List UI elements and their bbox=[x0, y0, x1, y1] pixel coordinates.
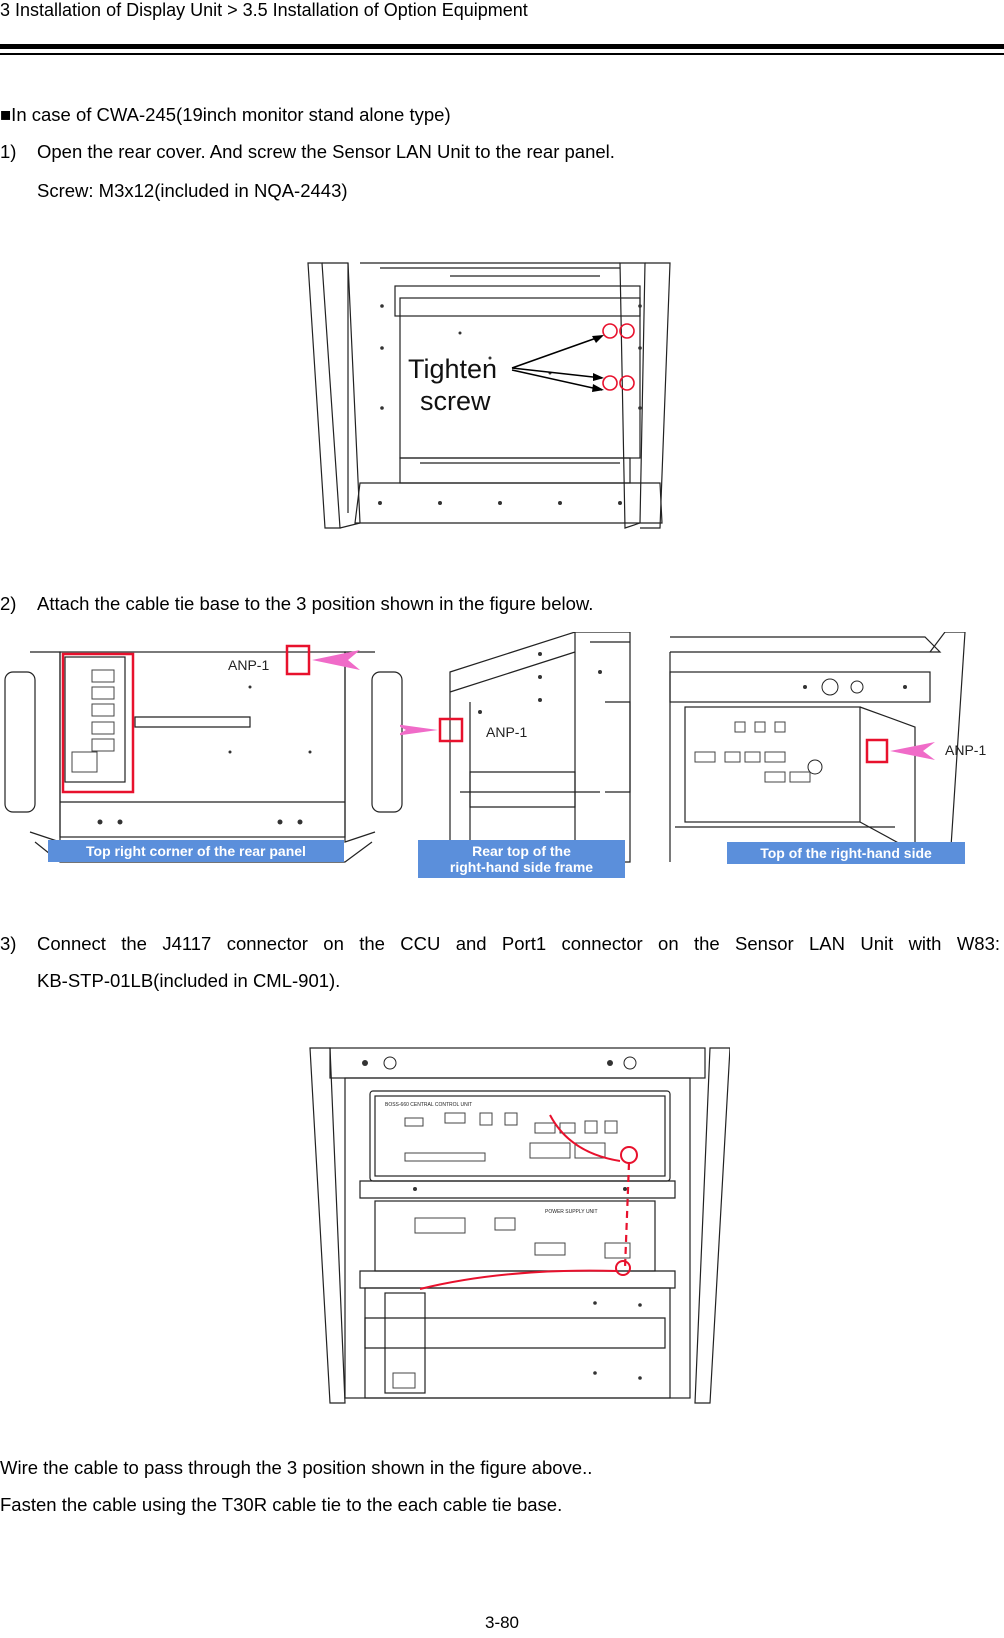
figure-cable-tie-positions: ANP-1 Top right corner of the rear panel… bbox=[0, 632, 1004, 922]
step-2-number: 2) bbox=[0, 593, 17, 614]
figure-right-side-top: ANP-1 bbox=[669, 632, 986, 863]
step-1-text: Open the rear cover. And screw the Senso… bbox=[37, 141, 615, 162]
note-2: Fasten the cable using the T30R cable ti… bbox=[0, 1494, 563, 1515]
note-1: Wire the cable to pass through the 3 pos… bbox=[0, 1457, 593, 1478]
figure-panel-rear-corner: ANP-1 bbox=[4, 644, 403, 863]
tighten-label-line2: screw bbox=[420, 386, 491, 416]
header-rule-thick bbox=[0, 44, 1004, 49]
ccu-label: BOSS-660 CENTRAL CONTROL UNIT bbox=[385, 1102, 472, 1108]
step-1-subtext: Screw: M3x12(included in NQA-2443) bbox=[37, 180, 348, 201]
header-rule-thin bbox=[0, 53, 1004, 55]
figure-rear-panel: Tighten screw bbox=[307, 262, 671, 529]
page-number: 3-80 bbox=[484, 1613, 520, 1632]
step-1-number: 1) bbox=[0, 141, 17, 162]
tighten-label-line1: Tighten bbox=[408, 354, 497, 384]
caption-b-line1: Rear top of the bbox=[472, 843, 571, 859]
anp-label-b: ANP-1 bbox=[486, 724, 527, 740]
breadcrumb: 3 Installation of Display Unit > 3.5 Ins… bbox=[0, 0, 528, 20]
section-title: ■In case of CWA-245(19inch monitor stand… bbox=[0, 104, 451, 125]
anp-label-c: ANP-1 bbox=[945, 742, 986, 758]
step-2-text: Attach the cable tie base to the 3 posit… bbox=[37, 593, 594, 614]
step-3-text: Connect the J4117 connector on the CCU a… bbox=[37, 933, 1000, 954]
anp-label-a: ANP-1 bbox=[228, 657, 269, 673]
caption-right-side-top: Top of the right-hand side bbox=[727, 842, 965, 864]
caption-right-side-frame: Rear top of the right-hand side frame bbox=[418, 840, 625, 878]
psu-label: POWER SUPPLY UNIT bbox=[545, 1209, 598, 1215]
caption-b-line2: right-hand side frame bbox=[449, 859, 594, 875]
figure-ccu-wiring: BOSS-660 CENTRAL CONTROL UNIT POWER SUPP… bbox=[309, 1047, 730, 1404]
step-3-number: 3) bbox=[0, 933, 17, 954]
caption-rear-panel-corner: Top right corner of the rear panel bbox=[48, 840, 344, 862]
step-3-subtext: KB-STP-01LB(included in CML-901). bbox=[37, 970, 341, 991]
